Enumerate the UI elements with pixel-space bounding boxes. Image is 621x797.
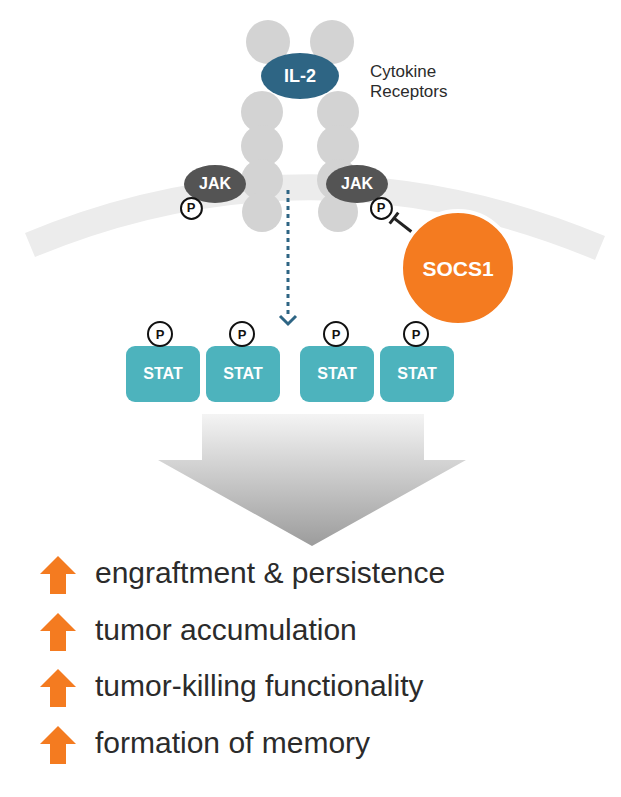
outcome-text: engraftment & persistence <box>95 556 445 591</box>
receptor-label: Cytokine Receptors <box>370 62 480 101</box>
node-text: STAT <box>143 366 182 382</box>
node-text: P <box>187 201 196 214</box>
phospho-circle: P <box>370 197 393 220</box>
cytokine-ellipse: IL-2 <box>261 53 339 99</box>
stat-box: STAT <box>206 346 280 402</box>
node-text: P <box>332 328 341 341</box>
stat-box: STAT <box>126 346 200 402</box>
signal-arrow <box>280 190 296 324</box>
phospho-circle: P <box>229 321 255 347</box>
outcome-text: tumor accumulation <box>95 613 357 648</box>
node-text: STAT <box>397 366 436 382</box>
node-text: P <box>412 328 421 341</box>
phospho-circle: P <box>180 197 203 220</box>
node-text: JAK <box>341 176 373 192</box>
node-text: STAT <box>317 366 356 382</box>
outcome-text: tumor-killing functionality <box>95 669 423 704</box>
node-text: P <box>156 328 165 341</box>
node-text: STAT <box>223 366 262 382</box>
stat-box: STAT <box>300 346 374 402</box>
increase-arrow <box>40 556 76 764</box>
node-text: JAK <box>199 176 231 192</box>
node-text: P <box>377 201 386 214</box>
node-text: SOCS1 <box>422 258 493 279</box>
outcome-arrow <box>158 414 466 546</box>
phospho-circle: P <box>323 321 349 347</box>
stat-box: STAT <box>380 346 454 402</box>
phospho-circle: P <box>147 321 173 347</box>
outcome-text: formation of memory <box>95 726 370 761</box>
phospho-circle: P <box>403 321 429 347</box>
inhibition-line <box>394 218 411 232</box>
node-text: P <box>238 328 247 341</box>
node-text: IL-2 <box>284 67 316 85</box>
cell-membrane <box>30 187 600 248</box>
inhibitor-circle: SOCS1 <box>399 209 517 327</box>
